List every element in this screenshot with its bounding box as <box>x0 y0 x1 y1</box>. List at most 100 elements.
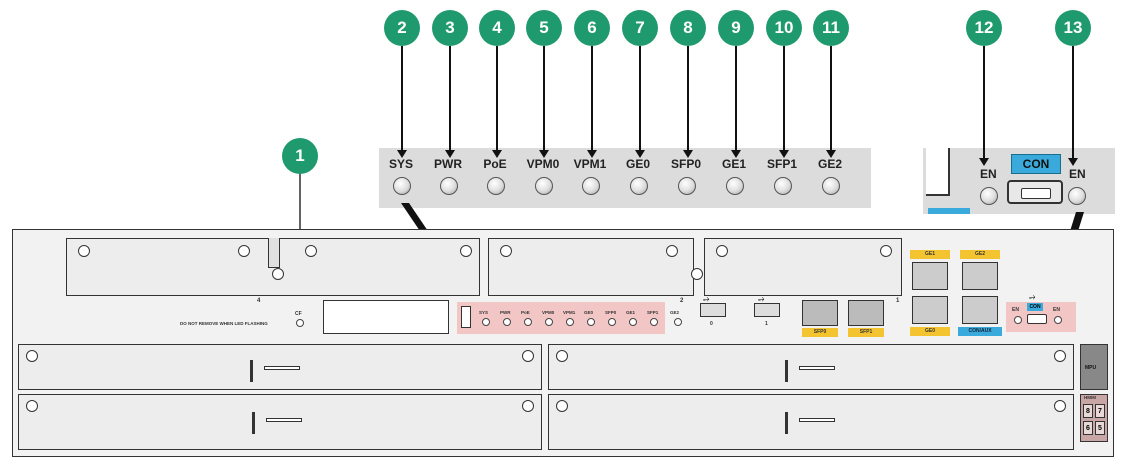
console-en-left-led <box>1014 316 1022 324</box>
screw-icon <box>1054 400 1066 412</box>
callout-stem <box>449 46 451 150</box>
sfp0-port <box>802 300 838 326</box>
screw-icon <box>716 245 728 257</box>
chassis-led-label: VPM1 <box>563 310 576 315</box>
screw-icon <box>556 350 568 362</box>
chassis-led <box>566 318 574 326</box>
ge1-label: GE1 <box>910 250 950 259</box>
console-port <box>1007 180 1063 204</box>
handle <box>785 412 788 434</box>
arrow-head <box>635 150 645 158</box>
mpu-label: MPU <box>1085 365 1097 371</box>
slot-1-label: 1 <box>896 298 900 304</box>
callout-7: 7 <box>622 10 658 46</box>
chassis-led <box>503 318 511 326</box>
handle <box>785 360 788 382</box>
chassis-led-label: VPM0 <box>542 310 555 315</box>
arrow-head <box>1068 158 1078 166</box>
ge0-port <box>912 296 948 324</box>
latch <box>799 366 835 370</box>
zoom-led-label: SFP1 <box>766 157 797 171</box>
usb-icon: ⭌ <box>703 294 710 303</box>
ge2-label: GE2 <box>960 250 1000 259</box>
screw-icon <box>880 245 892 257</box>
zoom-led-label: VPM1 <box>573 157 607 171</box>
zoom-led <box>487 177 505 195</box>
callout-stem <box>983 46 985 158</box>
latch <box>266 418 302 422</box>
cf-label: CF <box>295 311 302 317</box>
zoom-led <box>393 177 411 195</box>
screw-icon <box>460 245 472 257</box>
zoom-led-label: PWR <box>434 157 462 171</box>
callout-stem <box>830 46 832 150</box>
reset-button <box>461 306 471 328</box>
latch <box>799 418 835 422</box>
arrow-head <box>492 150 502 158</box>
zoom-led-label: GE1 <box>721 157 746 171</box>
ge1-port <box>912 262 948 290</box>
zoom-led-label: GE2 <box>817 157 842 171</box>
hmim-slot-number: 5 <box>1095 421 1105 435</box>
console-en-left: EN <box>1012 307 1019 313</box>
callout-8: 8 <box>670 10 706 46</box>
slot-module-left-bottom <box>18 394 542 450</box>
callout-4: 4 <box>479 10 515 46</box>
chassis-led-label: GE2 <box>670 310 680 315</box>
mpu-block <box>1080 344 1108 390</box>
zoom-led <box>774 177 792 195</box>
con-aux-label: CON/AUX <box>958 327 1002 336</box>
console-en-right-led <box>1054 316 1062 324</box>
screw-icon <box>666 245 678 257</box>
console-zoom-en-left-led <box>980 187 998 205</box>
chassis-led <box>524 318 532 326</box>
arrow-head <box>539 150 549 158</box>
console-mini-port <box>1027 314 1047 324</box>
hmim-slot-number: 7 <box>1095 404 1105 418</box>
callout-stem <box>543 46 545 150</box>
led-zoom-panel <box>379 148 871 208</box>
chassis-led-label: SFP0 <box>605 310 617 315</box>
callout-stem <box>1072 46 1074 158</box>
chassis-led <box>587 318 595 326</box>
callout-stem <box>639 46 641 150</box>
arrow-head <box>779 150 789 158</box>
zoom-led <box>582 177 600 195</box>
screw-icon <box>500 245 512 257</box>
callout-6: 6 <box>574 10 610 46</box>
screw-icon <box>272 268 284 280</box>
zoom-led <box>535 177 553 195</box>
zoom-led-label: SYS <box>388 157 413 171</box>
zoom-led <box>630 177 648 195</box>
screw-icon <box>26 350 38 362</box>
slot-2-label: 2 <box>680 298 684 304</box>
callout-9: 9 <box>718 10 754 46</box>
callout-12: 12 <box>966 10 1002 46</box>
ge2-port <box>962 262 998 290</box>
console-zoom-en-right-led <box>1068 187 1086 205</box>
cf-led <box>296 319 304 327</box>
usb-1-label: 1 <box>765 321 768 327</box>
screw-icon <box>238 245 250 257</box>
screw-icon <box>305 245 317 257</box>
arrow-head <box>397 150 407 158</box>
con-aux-port <box>962 296 998 324</box>
usb-port-1 <box>754 303 780 317</box>
callout-5: 5 <box>526 10 562 46</box>
sfp0-label: SFP0 <box>802 328 838 337</box>
callout-10: 10 <box>766 10 802 46</box>
arrow-head <box>979 158 989 166</box>
callout-stem <box>735 46 737 150</box>
callout-3: 3 <box>432 10 468 46</box>
screw-icon <box>556 400 568 412</box>
console-zoom-con-badge: CON <box>1011 154 1061 174</box>
blue-strip <box>928 208 970 214</box>
latch <box>264 366 300 370</box>
chassis-led <box>608 318 616 326</box>
zoom-led-label: GE0 <box>625 157 650 171</box>
slot-2-module <box>488 238 694 296</box>
ge0-label: GE0 <box>910 327 950 336</box>
chassis-led <box>650 318 658 326</box>
chassis-led-label: GE1 <box>626 310 636 315</box>
cf-card-slot <box>323 300 449 334</box>
